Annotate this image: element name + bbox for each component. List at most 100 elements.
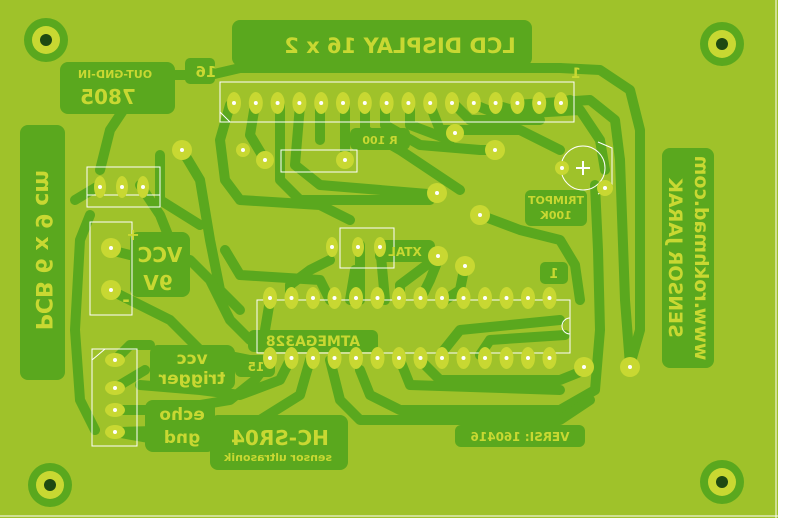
pad-hole: [526, 296, 530, 300]
sensor-gnd-label: gnd: [164, 428, 200, 448]
silkscreen-outlines: [86, 81, 613, 447]
pad-hole: [343, 158, 347, 162]
pad-hole: [113, 408, 117, 412]
pad-hole: [435, 191, 439, 195]
pad-hole: [418, 356, 423, 360]
mcu-outline: [256, 299, 571, 354]
pad-hole: [375, 356, 380, 360]
resistor-label: R 100: [362, 134, 398, 147]
pad-hole: [493, 148, 497, 152]
pad-hole: [356, 245, 360, 249]
pad-hole: [436, 254, 440, 258]
trimpot-adjust-icon: [576, 161, 590, 175]
pad-hole: [241, 148, 245, 152]
pad-hole: [330, 245, 334, 249]
pad-hole: [311, 356, 315, 360]
pad-hole: [253, 101, 258, 105]
pad-hole: [515, 101, 520, 105]
mcu-pin15-label: 15: [248, 360, 265, 374]
pad-hole: [341, 101, 345, 105]
mounting-holes: [24, 18, 744, 507]
pad-hole: [332, 296, 337, 300]
pad-hole: [268, 296, 272, 300]
pad-hole: [362, 101, 367, 105]
resistor-outline: [280, 149, 358, 173]
pad-hole: [311, 296, 315, 300]
pad-hole: [560, 166, 564, 170]
pad-hole: [397, 356, 401, 360]
pad-hole: [453, 131, 457, 135]
pad-hole: [483, 356, 487, 360]
lcd-pin16-label: 16: [196, 63, 217, 81]
sensor-trigger-label: trigger: [158, 369, 225, 389]
pad-hole: [603, 186, 607, 190]
mcu-pin1-label: 1: [549, 267, 558, 282]
sensor-vcc-label: vcc: [176, 349, 207, 369]
pad-hole: [547, 296, 552, 300]
pad-hole: [547, 356, 552, 360]
pad-hole: [559, 101, 563, 105]
pad-hole: [504, 356, 509, 360]
pad-hole: [297, 101, 302, 105]
pad-hole: [180, 148, 184, 152]
pad-hole: [450, 101, 454, 105]
regulator-label: 7805: [80, 85, 136, 109]
pad-hole: [232, 101, 236, 105]
pad-hole: [375, 296, 380, 300]
crystal-outline: [339, 227, 395, 269]
pad-hole: [378, 245, 382, 249]
regulator-pins-label: OUT-GND-IN: [78, 68, 152, 81]
pad-hole: [354, 296, 358, 300]
pad-hole: [461, 296, 466, 300]
trimpot-label: TRIMPOT: [528, 194, 584, 207]
pad-hole: [537, 101, 542, 105]
copper-pours: [20, 20, 714, 470]
pad-hole: [526, 356, 530, 360]
pad-hole: [332, 356, 337, 360]
pads: [94, 92, 640, 439]
pad-hole: [428, 101, 433, 105]
pad-hole: [354, 356, 358, 360]
pad-hole: [384, 101, 389, 105]
sensor-connector-outline: [91, 348, 138, 447]
pad-hole: [263, 158, 267, 162]
version-label: VERSI: 160416: [471, 430, 570, 444]
pad-hole: [440, 356, 444, 360]
module-desc-label: sensor ultrasonik: [223, 451, 332, 464]
module-label: HC-SR04: [231, 426, 329, 450]
power-vcc-label: VCC: [138, 243, 183, 267]
lcd-header-outline: [219, 81, 575, 123]
pad-hole: [113, 430, 117, 434]
pad-hole: [483, 296, 487, 300]
pad-hole: [461, 356, 466, 360]
pad-hole: [109, 288, 113, 292]
mcu-label: ATMEGA328: [266, 334, 360, 350]
pad-hole: [275, 101, 280, 105]
power-minus-label: -: [122, 290, 129, 311]
pad-hole: [478, 213, 482, 217]
lcd-pin1-label: 1: [571, 66, 581, 82]
pcb-size-label: PCB 6 x 9 cm: [30, 170, 55, 330]
pad-hole: [319, 101, 324, 105]
pad-hole: [113, 358, 117, 362]
power-connector-outline: [89, 221, 133, 316]
pad-hole: [397, 296, 401, 300]
pad-hole: [141, 185, 145, 189]
pad-hole: [504, 296, 509, 300]
title-label: SENSOR JARAK: [664, 177, 686, 338]
trimpot-value-label: 100K: [540, 209, 572, 222]
pad-hole: [406, 101, 411, 105]
pad-hole: [440, 296, 444, 300]
pad-hole: [289, 296, 294, 300]
crystal-label: XTAL: [388, 245, 422, 259]
pad-hole: [113, 386, 117, 390]
website-label: www.rokhmad.com: [690, 156, 712, 361]
pad-hole: [493, 101, 498, 105]
pad-hole: [628, 365, 632, 369]
sensor-echo-label: echo: [159, 405, 204, 425]
power-plus-label: +: [126, 225, 139, 244]
lcd-title-label: LCD DISPLAY 16 x 2: [284, 34, 515, 58]
pad-hole: [463, 264, 467, 268]
pad-hole: [268, 356, 272, 360]
